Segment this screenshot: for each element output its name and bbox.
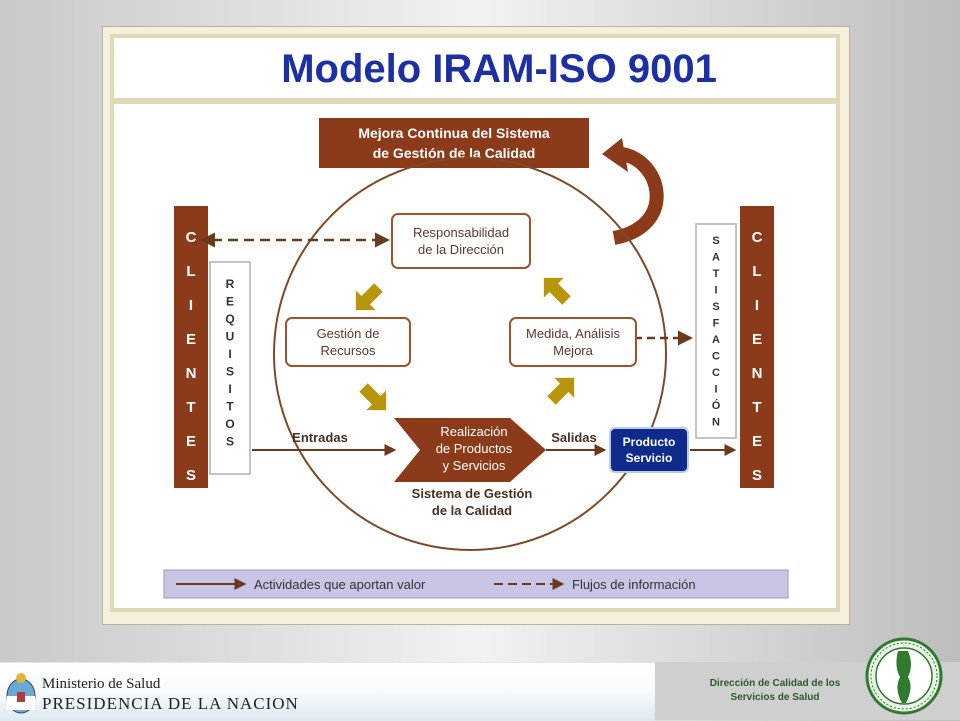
direction-line1: Dirección de Calidad de los xyxy=(709,678,841,689)
requisitos-column xyxy=(209,261,251,475)
clientes-left-letter: S xyxy=(186,467,196,484)
mejora-line2: de Gestión de la Calidad xyxy=(373,145,536,161)
clientes-left-letter: C xyxy=(186,229,197,246)
requisitos-letter: O xyxy=(225,417,234,431)
realizacion-line3: y Servicios xyxy=(443,458,506,473)
clientes-left-letter: N xyxy=(186,365,197,382)
legend-band xyxy=(163,569,789,599)
satisfaccion-letter: T xyxy=(713,268,720,280)
clientes-right-letter: C xyxy=(752,229,763,246)
gestion-recursos-line1: Gestión de xyxy=(317,326,380,341)
producto-box xyxy=(609,427,689,473)
salidas-label: Salidas xyxy=(551,430,597,445)
quality-seal-logo-icon xyxy=(865,637,943,715)
cycle-arrow-top-right xyxy=(543,277,571,305)
mejora-line1: Mejora Continua del Sistema xyxy=(358,125,550,141)
requisitos-letter: U xyxy=(226,330,235,344)
responsabilidad-line1: Responsabilidad xyxy=(413,225,509,240)
sistema-line2: de la Calidad xyxy=(432,503,512,518)
satisfaccion-letter: S xyxy=(712,301,719,313)
satisfaccion-letter: S xyxy=(712,235,719,247)
cycle-arrow-bottom-right xyxy=(547,377,575,405)
footer-band xyxy=(0,662,655,721)
requisitos-letter: R xyxy=(226,277,235,291)
satisfaccion-letter: Ó xyxy=(712,399,721,412)
clientes-right-letter: S xyxy=(752,467,762,484)
sistema-line1: Sistema de Gestión xyxy=(412,486,533,501)
requisitos-letter: E xyxy=(226,295,234,309)
producto-line1: Producto xyxy=(623,435,676,449)
gestion-recursos-box xyxy=(285,317,411,367)
satisfaccion-letter: F xyxy=(713,318,720,330)
diagram-title: Modelo IRAM-ISO 9001 xyxy=(281,47,717,91)
clientes-right-letter: I xyxy=(755,297,759,314)
satisfaccion-letter: I xyxy=(714,384,717,396)
clientes-right-letter: L xyxy=(752,263,761,280)
medida-line1: Medida, Análisis xyxy=(526,326,620,341)
responsabilidad-line2: de la Dirección xyxy=(418,242,504,257)
clientes-left-letter: E xyxy=(186,331,196,348)
clientes-left-letter: E xyxy=(186,433,196,450)
requisitos-letter: I xyxy=(228,347,231,361)
feedback-curve-arrow xyxy=(612,147,664,245)
clientes-left-letter: L xyxy=(186,263,195,280)
iso-model-diagram: Modelo IRAM-ISO 9001 Mejora Continua del… xyxy=(110,34,840,612)
feedback-arrow-head xyxy=(602,138,628,172)
requisitos-letter: Q xyxy=(225,312,234,326)
legend-dashed-label: Flujos de información xyxy=(572,577,696,592)
qms-circle xyxy=(273,157,667,551)
requisitos-letter: I xyxy=(228,382,231,396)
requisitos-letter: S xyxy=(226,435,234,449)
realizacion-chevron xyxy=(394,418,546,482)
clientes-left-letter: I xyxy=(189,297,193,314)
ministry-name: Ministerio de Salud xyxy=(42,676,161,692)
medida-line2: Mejora xyxy=(553,343,594,358)
direction-line2: Servicios de Salud xyxy=(730,692,820,703)
clientes-right-letter: E xyxy=(752,433,762,450)
satisfaccion-letter: C xyxy=(712,351,720,363)
clientes-right-letter: E xyxy=(752,331,762,348)
clientes-left-letter: T xyxy=(186,399,195,416)
cycle-arrow-top-left xyxy=(355,283,383,311)
realizacion-line1: Realización xyxy=(440,424,507,439)
presidency-name: PRESIDENCIA DE LA NACION xyxy=(42,694,299,713)
requisitos-letter: T xyxy=(226,400,234,414)
satisfaccion-letter: A xyxy=(712,252,720,264)
producto-line2: Servicio xyxy=(626,451,673,465)
entradas-label: Entradas xyxy=(292,430,348,445)
cycle-arrow-bottom-left xyxy=(359,383,387,411)
satisfaccion-letter: C xyxy=(712,367,720,379)
requisitos-letter: S xyxy=(226,365,234,379)
satisfaccion-column xyxy=(695,223,737,439)
legend-solid-label: Actividades que aportan valor xyxy=(254,577,426,592)
clientes-left-column xyxy=(174,206,208,488)
gestion-recursos-line2: Recursos xyxy=(321,343,376,358)
mejora-continua-box xyxy=(319,118,589,168)
medida-box xyxy=(509,317,637,367)
clientes-right-letter: N xyxy=(752,365,763,382)
argentina-emblem-icon xyxy=(6,673,36,714)
clientes-right-column xyxy=(740,206,774,488)
clientes-right-letter: T xyxy=(752,399,761,416)
satisfaccion-letter: I xyxy=(714,285,717,297)
realizacion-line2: de Productos xyxy=(436,441,513,456)
satisfaccion-letter: A xyxy=(712,334,720,346)
satisfaccion-letter: N xyxy=(712,417,720,429)
responsabilidad-box xyxy=(391,213,531,269)
